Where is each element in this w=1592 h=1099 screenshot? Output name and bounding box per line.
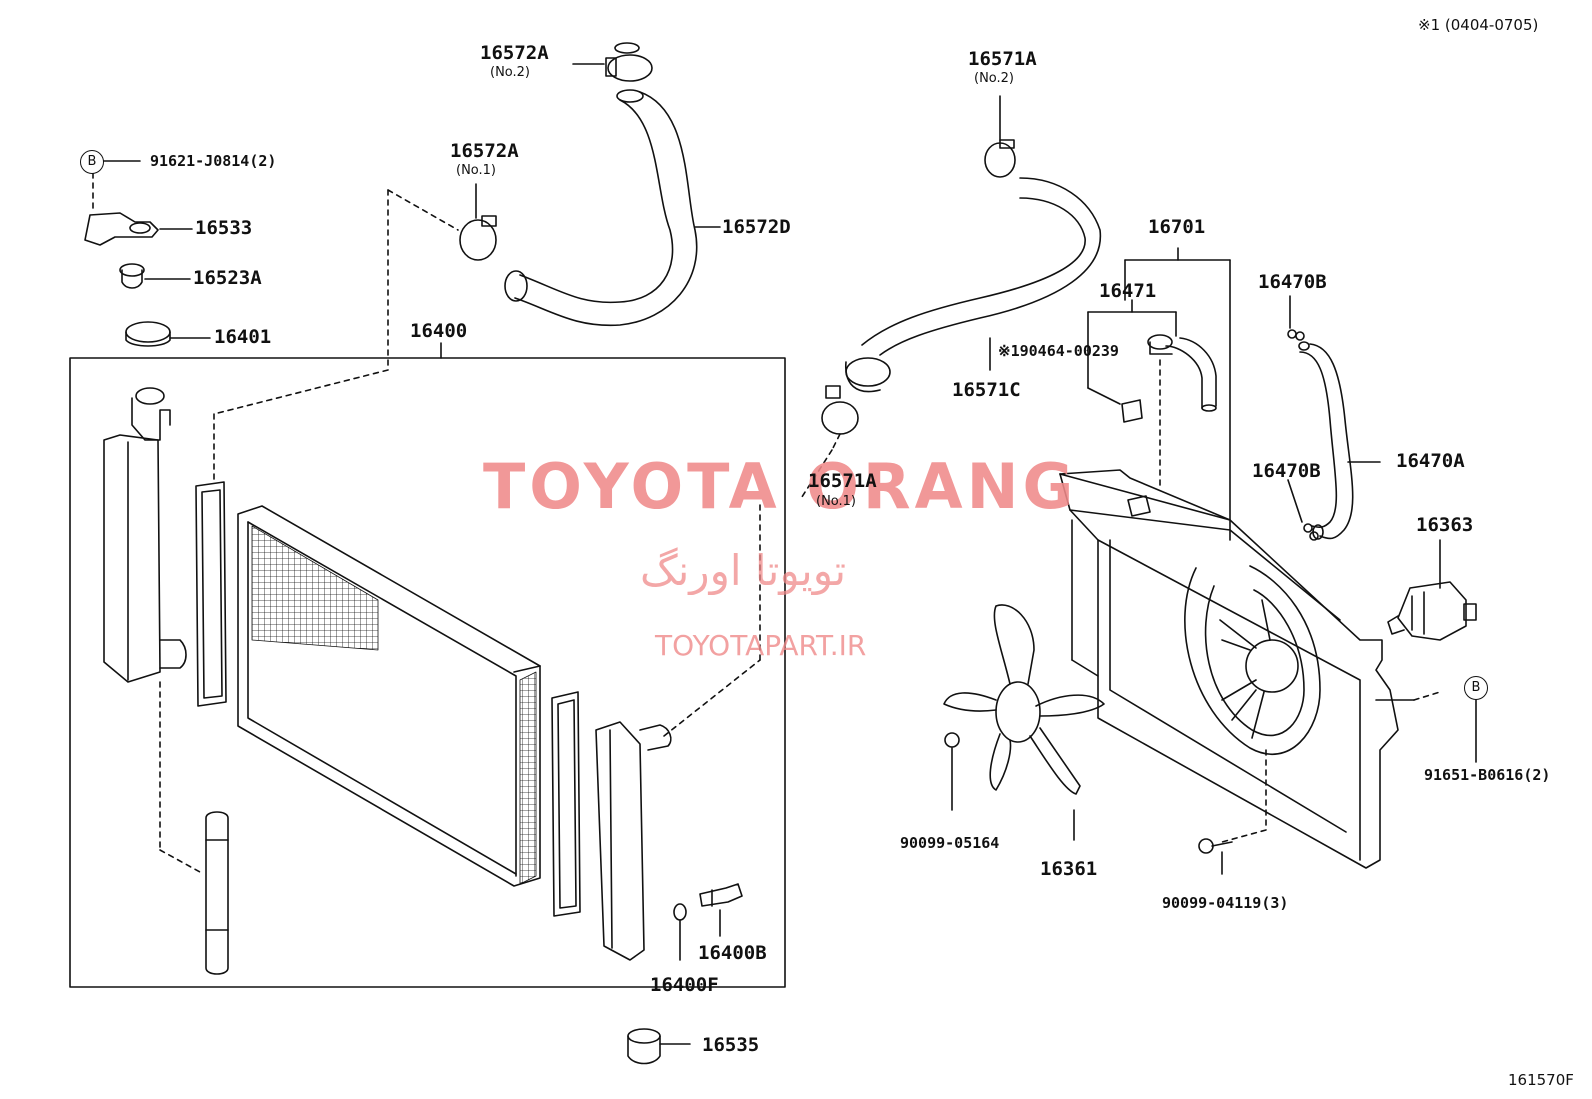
hose-clamp-16572A-no2: [572, 42, 653, 82]
clip-16470B-top: [1287, 295, 1305, 341]
cushion-16523A: [119, 263, 191, 289]
part-sub-16571A-no1: (No.1): [816, 494, 856, 509]
clip-16470B-mid: [1287, 479, 1319, 541]
radiator-core: [237, 505, 541, 887]
hose-clamp-16571A-no2: [984, 95, 1016, 178]
part-label-16533[interactable]: 16533: [195, 217, 253, 239]
part-label-16401[interactable]: 16401: [214, 326, 272, 348]
hose-clamp-16571A-no1: [799, 385, 859, 501]
watermark-brand: TOYOTA ORANG: [483, 450, 1078, 523]
o-ring-16400F: [673, 903, 687, 961]
part-label-16470B-mid[interactable]: 16470B: [1252, 460, 1321, 482]
part-label-16471[interactable]: 16471: [1099, 280, 1157, 302]
part-sub-16571A-no2: (No.2): [974, 71, 1014, 86]
overflow-hose-16470A: [1298, 341, 1381, 540]
bolt-90099-04119: [1198, 838, 1233, 875]
fan-motor-16363: [1387, 539, 1477, 641]
part-label-91651-B0616[interactable]: 91651-B0616(2): [1424, 766, 1551, 784]
leader-16471: [1087, 299, 1177, 405]
part-label-190464-00239[interactable]: ※190464-00239: [998, 342, 1119, 360]
part-label-16572A-no1[interactable]: 16572A: [450, 140, 519, 162]
watermark-site: TOYOTAPART.IR: [655, 629, 867, 662]
part-label-16523A[interactable]: 16523A: [193, 267, 262, 289]
badge-b-left: B: [80, 150, 104, 174]
applicability-note: ※1 (0404-0705): [1418, 16, 1539, 34]
part-label-16361[interactable]: 16361: [1040, 858, 1098, 880]
radiator-cap-16401: [125, 321, 211, 347]
left-tank-gasket: [195, 481, 227, 707]
fan-shroud-16701: [1059, 469, 1441, 869]
reservoir-hose-16471: [1121, 334, 1217, 491]
badge-b-right: B: [1464, 676, 1488, 700]
radiator-right-tank: [595, 499, 761, 961]
lower-hose-16571C: [845, 177, 1102, 393]
part-label-90099-04119[interactable]: 90099-04119(3): [1162, 894, 1289, 912]
part-label-16400[interactable]: 16400: [410, 320, 468, 342]
upper-hose-16572D: [504, 89, 721, 327]
watermark-brand-fa: تویوتا اورنگ: [640, 546, 847, 595]
part-label-16470B-top[interactable]: 16470B: [1258, 271, 1327, 293]
radiator-assembly-frame: [69, 342, 786, 988]
part-label-90099-05164[interactable]: 90099-05164: [900, 834, 1000, 852]
fan-blade-16361: [943, 604, 1105, 841]
leader-16701: [1124, 247, 1231, 541]
part-label-16470A[interactable]: 16470A: [1396, 450, 1465, 472]
part-label-91621-J0814[interactable]: 91621-J0814(2): [150, 152, 277, 170]
lower-cushion-pipe: [205, 811, 229, 975]
part-label-16535[interactable]: 16535: [702, 1034, 760, 1056]
part-sub-16572A-no1: (No.1): [456, 163, 496, 178]
part-sub-16572A-no2: (No.2): [490, 65, 530, 80]
radiator-left-tank: [103, 387, 201, 873]
part-label-16571A-no1[interactable]: 16571A: [808, 470, 877, 492]
part-label-16400B[interactable]: 16400B: [698, 942, 767, 964]
part-label-16571C[interactable]: 16571C: [952, 379, 1021, 401]
part-label-16572A-no2[interactable]: 16572A: [480, 42, 549, 64]
right-tank-gasket: [551, 691, 581, 917]
part-label-16400F[interactable]: 16400F: [650, 974, 719, 996]
drain-cock-16400B: [699, 883, 743, 937]
bolt-90099-05164: [944, 732, 960, 811]
part-label-16571A-no2[interactable]: 16571A: [968, 48, 1037, 70]
cushion-16535: [627, 1028, 691, 1065]
diagram-code: 161570F: [1508, 1071, 1574, 1089]
part-label-16701[interactable]: 16701: [1148, 216, 1206, 238]
part-label-16572D[interactable]: 16572D: [722, 216, 791, 238]
hose-clamp-16572A-no1: [459, 183, 497, 261]
bracket-16533: [84, 172, 193, 246]
part-label-16363[interactable]: 16363: [1416, 514, 1474, 536]
